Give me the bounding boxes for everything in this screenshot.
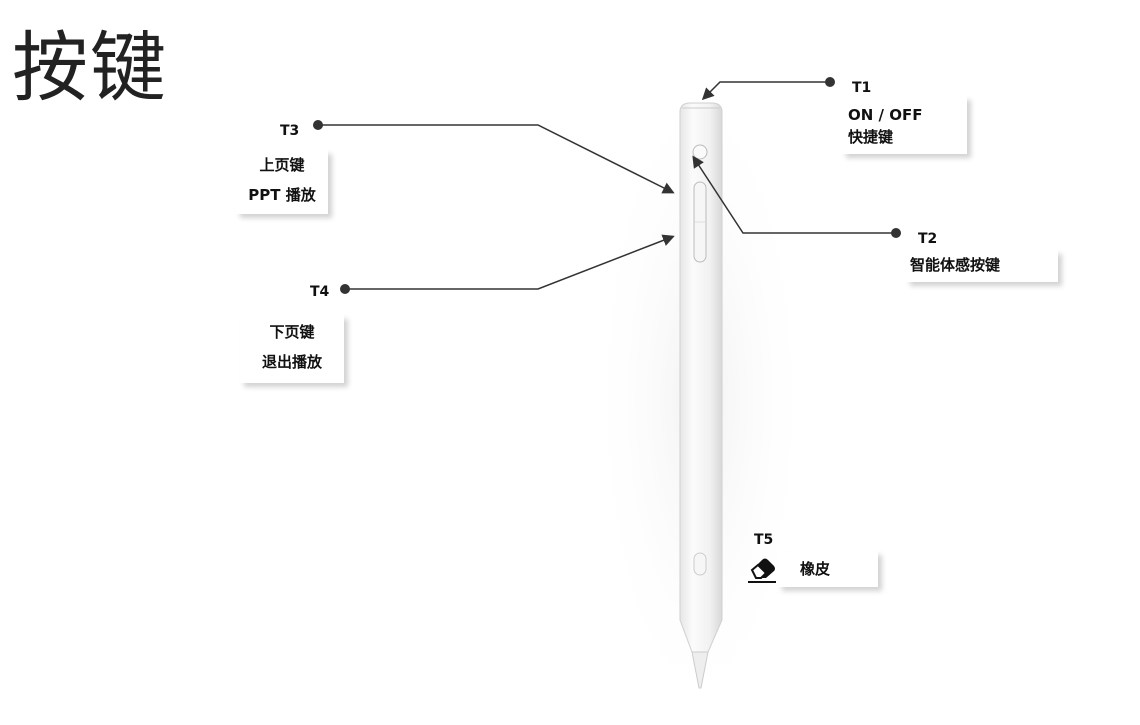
pen	[679, 102, 723, 689]
callout-t2-tag: T2	[918, 231, 938, 247]
callout-t3-tag: T3	[280, 123, 300, 139]
callout-t1-line2: 快捷键	[848, 128, 894, 146]
callout-t4-tag: T4	[310, 284, 330, 300]
leader-line-t2	[692, 155, 896, 234]
callout-t5-tag: T5	[754, 532, 774, 548]
callout-t4: 下页键 退出播放	[240, 315, 344, 383]
callout-t3-line1: 上页键	[259, 156, 305, 174]
callout-t2: 智能体感按键	[906, 250, 1058, 282]
callout-t1: ON / OFF 快捷键	[842, 96, 967, 154]
callout-t3-line2: PPT 播放	[248, 186, 316, 204]
callout-t1-tag: T1	[852, 80, 872, 96]
page-title: 按键	[12, 23, 168, 112]
leader-line-t1	[701, 81, 830, 101]
leader-line-t4	[345, 234, 675, 290]
callout-t4-line1: 下页键	[269, 323, 315, 341]
callout-t2-line1: 智能体感按键	[910, 256, 1001, 274]
leader-line-t3	[318, 124, 675, 194]
callout-t1-line1: ON / OFF	[848, 106, 923, 124]
eraser-icon	[748, 558, 776, 583]
callout-t3: 上页键 PPT 播放	[236, 150, 328, 214]
callout-t4-line2: 退出播放	[261, 353, 322, 371]
callout-t5-line1: 橡皮	[800, 560, 831, 578]
eraser-button	[693, 552, 707, 576]
callout-t5: 橡皮	[778, 551, 878, 587]
motion-button	[692, 144, 708, 160]
